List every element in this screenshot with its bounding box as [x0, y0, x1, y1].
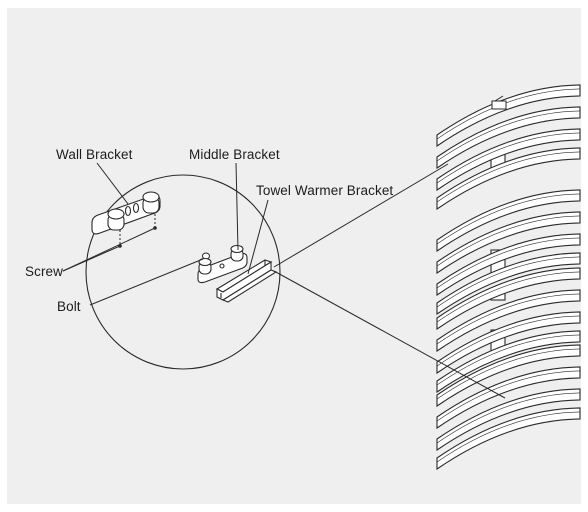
rail-bar-edge	[436, 193, 581, 245]
towel-warmer-bracket-part	[215, 259, 278, 303]
rail-bar	[436, 189, 581, 253]
bolt-label: Bolt	[57, 299, 81, 314]
rail-bar	[436, 106, 581, 170]
rail-bar	[436, 289, 581, 353]
rail-bar-edge	[436, 293, 581, 345]
rail-bar	[436, 233, 581, 297]
rail-bar-edge	[436, 151, 581, 203]
middle-bracket-label: Middle Bracket	[189, 147, 280, 162]
middle-bracket-part	[197, 244, 248, 284]
rail-bar-edge	[436, 215, 581, 267]
rail-bar	[436, 84, 581, 148]
leader-lines	[62, 162, 269, 306]
rail-bar-edge	[436, 271, 581, 323]
detail-projection-lines	[273, 163, 506, 399]
rail-bar-edge	[436, 256, 581, 308]
rail-bar-edge	[436, 411, 581, 463]
rail-bar	[436, 388, 581, 452]
rail-bar	[436, 407, 581, 471]
rail-bar	[436, 211, 581, 275]
rail-bar-edge	[436, 315, 581, 367]
wall-bracket-label: Wall Bracket	[56, 147, 133, 162]
rail-bar-edge	[436, 132, 581, 184]
radiator-top-valve	[491, 95, 507, 110]
rail-bar	[436, 147, 581, 211]
rail-bar	[436, 128, 581, 192]
rail-bar-edge	[436, 348, 581, 400]
wall-bracket-part	[91, 191, 161, 235]
rail-bar-edge	[436, 370, 581, 422]
towel-warmer-rails	[436, 84, 581, 471]
screw-guides	[119, 214, 156, 246]
towel-warmer-bracket-label: Towel Warmer Bracket	[256, 183, 394, 198]
rail-bar	[436, 344, 581, 408]
rail-bar-edge	[436, 88, 581, 140]
rail-bar-edge	[436, 392, 581, 444]
rail-bar-edge	[436, 237, 581, 289]
rail-bar	[436, 330, 581, 394]
rail-bar	[436, 366, 581, 430]
rail-bar-edge	[436, 110, 581, 162]
rail-bar-edge	[436, 334, 581, 386]
rail-bar	[436, 311, 581, 375]
rail-bar	[436, 252, 581, 316]
screw-label: Screw	[25, 264, 64, 279]
rail-bar	[436, 267, 581, 331]
detail-magnifier-circle	[85, 174, 281, 370]
